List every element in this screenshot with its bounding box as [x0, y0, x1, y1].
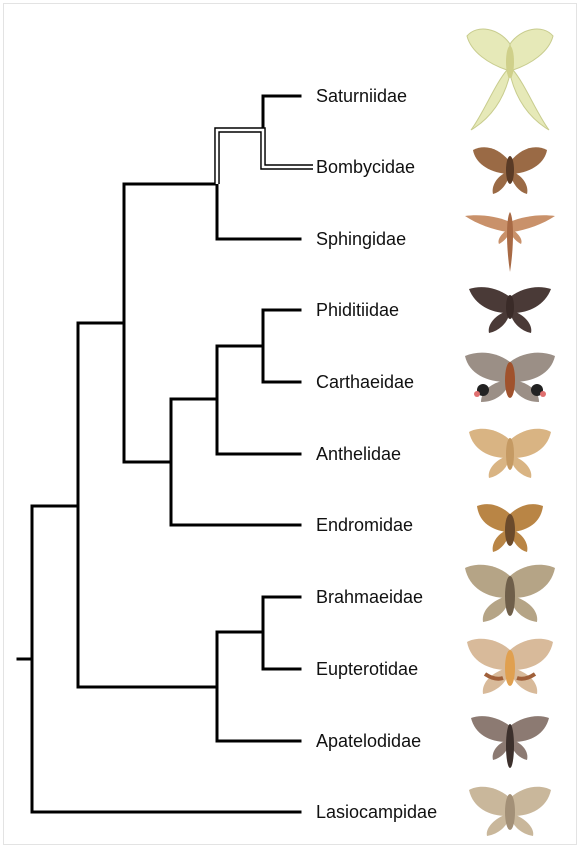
tree-branches: [18, 96, 300, 812]
taxon-label-carthaeidae: Carthaeidae: [316, 371, 414, 393]
moth-photo-lasiocampidae: [463, 782, 557, 840]
moth-photo-saturniidae: [463, 22, 557, 134]
taxon-label-lasiocampidae: Lasiocampidae: [316, 801, 437, 823]
moth-photo-phiditiidae: [463, 283, 557, 335]
moth-photo-bombycidae: [463, 140, 557, 200]
taxon-label-apatelodidae: Apatelodidae: [316, 730, 421, 752]
taxon-label-anthelidae: Anthelidae: [316, 443, 401, 465]
moth-photo-endromidae: [463, 498, 557, 556]
moth-photo-eupterotidae: [463, 634, 557, 698]
taxon-label-phiditiidae: Phiditiidae: [316, 299, 399, 321]
taxon-label-saturniidae: Saturniidae: [316, 85, 407, 107]
taxon-label-brahmaeidae: Brahmaeidae: [316, 586, 423, 608]
taxon-label-eupterotidae: Eupterotidae: [316, 658, 418, 680]
taxon-label-endromidae: Endromidae: [316, 514, 413, 536]
highlighted-branch: [217, 130, 313, 184]
taxon-label-bombycidae: Bombycidae: [316, 156, 415, 178]
moth-photo-anthelidae: [463, 424, 557, 482]
moth-photo-carthaeidae: [463, 346, 557, 408]
moth-photo-brahmaeidae: [463, 558, 557, 626]
taxon-label-sphingidae: Sphingidae: [316, 228, 406, 250]
moth-photo-sphingidae: [463, 206, 557, 276]
moth-photo-apatelodidae: [463, 712, 557, 772]
